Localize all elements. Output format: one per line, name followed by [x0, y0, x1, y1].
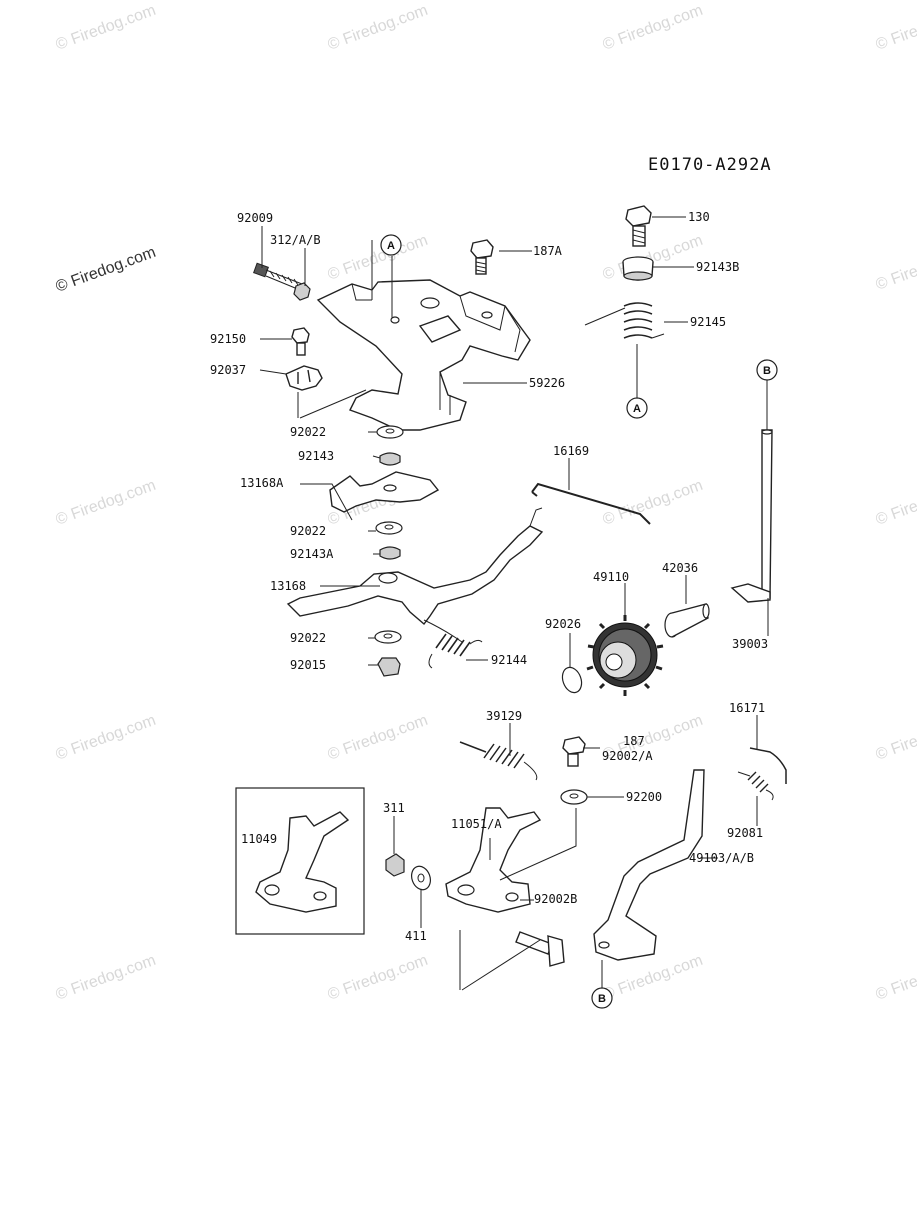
watermark: © Firedog.com — [874, 477, 917, 529]
collar-92143 — [379, 452, 401, 466]
watermark: © Firedog.com — [874, 242, 917, 294]
label-187a: 187A — [533, 244, 563, 258]
label-312: 312/A/B — [270, 233, 321, 247]
label-92026: 92026 — [545, 617, 581, 631]
bolt-187a — [470, 239, 494, 275]
label-42036: 42036 — [662, 561, 698, 575]
washer-92026 — [561, 666, 583, 694]
label-13168a: 13168A — [240, 476, 284, 490]
watermark: © Firedog.com — [326, 232, 431, 284]
label-92145: 92145 — [690, 315, 726, 329]
watermark: © Firedog.com — [54, 2, 159, 54]
label-49110: 49110 — [593, 570, 629, 584]
label-92143a: 92143A — [290, 547, 334, 561]
watermark: © Firedog.com — [326, 2, 431, 54]
label-130: 130 — [688, 210, 710, 224]
watermark: © Firedog.com — [54, 477, 159, 529]
label-92200: 92200 — [626, 790, 662, 804]
label-92144: 92144 — [491, 653, 527, 667]
washer-411 — [410, 865, 432, 891]
bolt-92009 — [253, 262, 303, 291]
watermark: © Firedog.com — [54, 712, 159, 764]
watermark-dark: © Firedog.com — [54, 244, 159, 296]
ref-marker-b-bottom: B — [591, 987, 613, 1009]
spring-92081 — [737, 771, 774, 801]
label-13168: 13168 — [270, 579, 306, 593]
diagram-code: E0170-A292A — [648, 155, 772, 175]
label-92002b: 92002B — [534, 892, 577, 906]
lever-13168a — [329, 471, 440, 513]
lever-11049 — [255, 811, 350, 913]
watermark: © Firedog.com — [326, 712, 431, 764]
lever-13168 — [286, 525, 544, 626]
label-49103: 49103/A/B — [689, 851, 754, 865]
watermark: © Firedog.com — [874, 952, 917, 1004]
bolt-187 — [562, 736, 586, 767]
label-11049: 11049 — [241, 832, 277, 846]
svg-text:B: B — [763, 365, 771, 377]
control-bracket-59226 — [316, 279, 531, 431]
leader-lines — [259, 216, 769, 991]
label-92022-mid: 92022 — [290, 524, 326, 538]
inset-box — [235, 787, 365, 935]
watermark: © Firedog.com — [874, 712, 917, 764]
label-92002a: 92002/A — [602, 749, 653, 763]
label-59226: 59226 — [529, 376, 565, 390]
label-11051a: 11051/A — [451, 817, 502, 831]
bolt-92002b — [515, 931, 565, 967]
rod-16169 — [531, 482, 651, 525]
lever-49103 — [593, 769, 705, 961]
gear-49110 — [586, 615, 664, 696]
screw-92150 — [291, 327, 310, 356]
watermark: © Firedog.com — [54, 952, 159, 1004]
clip-92037 — [285, 365, 323, 391]
label-92143b: 92143B — [696, 260, 739, 274]
washer-92200 — [560, 789, 588, 805]
collar-92143a — [379, 546, 401, 560]
ref-marker-b-top: B — [756, 359, 778, 381]
label-92022-low: 92022 — [290, 631, 326, 645]
label-16169: 16169 — [553, 444, 589, 458]
rod-39003 — [730, 429, 773, 603]
watermark: © Firedog.com — [874, 2, 917, 54]
ref-marker-a-right: A — [626, 397, 648, 419]
label-311: 311 — [383, 801, 405, 815]
watermark: © Firedog.com — [601, 477, 706, 529]
spring-39129 — [459, 741, 538, 781]
label-92022-top: 92022 — [290, 425, 326, 439]
label-92143: 92143 — [298, 449, 334, 463]
label-411: 411 — [405, 929, 427, 943]
watermark: © Firedog.com — [601, 2, 706, 54]
label-39003: 39003 — [732, 637, 768, 651]
nut-92015 — [377, 657, 401, 677]
watermark: © Firedog.com — [601, 232, 706, 284]
label-187: 187 — [623, 734, 645, 748]
cap-92143b — [622, 256, 654, 281]
label-92081: 92081 — [727, 826, 763, 840]
spring-92144 — [423, 619, 483, 669]
label-92037: 92037 — [210, 363, 246, 377]
spring-92145 — [623, 302, 665, 339]
label-92150: 92150 — [210, 332, 246, 346]
bolt-130 — [625, 205, 652, 247]
spring-16171 — [749, 747, 787, 784]
nut-311 — [385, 853, 405, 877]
label-16171: 16171 — [729, 701, 765, 715]
label-92009: 92009 — [237, 211, 273, 225]
nut-312 — [293, 282, 311, 301]
washer-92022-mid — [375, 521, 403, 535]
label-39129: 39129 — [486, 709, 522, 723]
watermark: © Firedog.com — [326, 952, 431, 1004]
pin-42036 — [664, 603, 710, 638]
part-labels: 92009 312/A/B 187A 92150 92037 59226 920… — [210, 210, 768, 943]
ref-marker-a-top: A — [380, 234, 402, 256]
washer-92022-low — [374, 630, 402, 644]
svg-text:A: A — [633, 403, 641, 415]
svg-text:A: A — [387, 240, 395, 252]
washer-92022-top — [376, 425, 404, 439]
svg-text:B: B — [598, 993, 606, 1005]
label-92015: 92015 — [290, 658, 326, 672]
